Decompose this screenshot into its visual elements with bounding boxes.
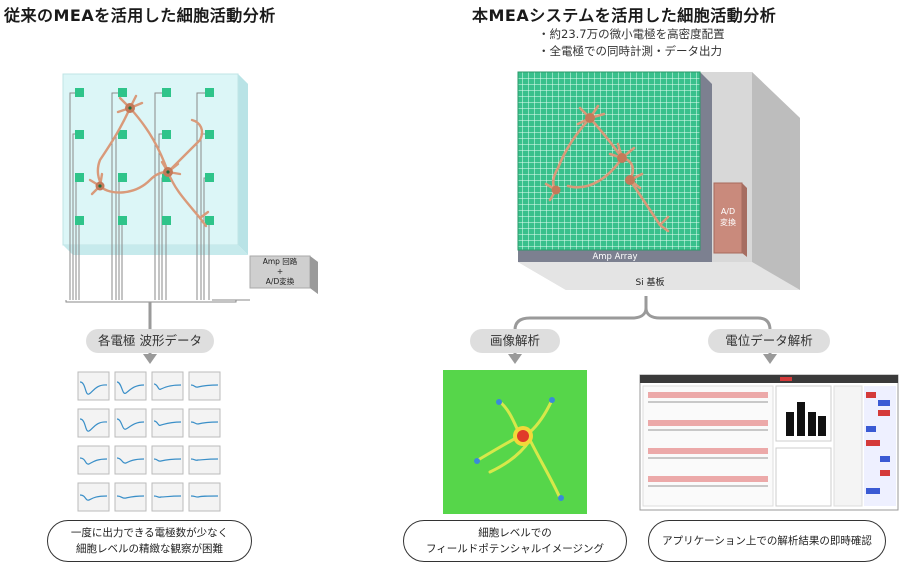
left-title: 従来のMEAを活用した細胞活動分析 [4, 6, 276, 25]
amp-ad-line2: + [276, 267, 284, 276]
waveform-data-label: 各電極 波形データ [86, 329, 214, 353]
note-line-1: 一度に出力できる電極数が少なく [70, 527, 229, 539]
feature-bullets: ・約23.7万の微小電極を高密度配置 ・全電極での同時計測・データ出力 [538, 26, 725, 60]
high-density-electrode-array [517, 71, 701, 251]
ad-label-line2: 変換 [720, 218, 736, 227]
note-line-2: 細胞レベルの精緻な観察が困難 [76, 543, 223, 555]
imaging-note: 細胞レベルでの フィールドポテンシャルイメージング [403, 520, 627, 562]
amp-ad-box [249, 255, 318, 294]
waveform-grid [77, 371, 221, 512]
imaging-note-line-2: フィールドポテンシャルイメージング [425, 543, 605, 555]
app-note: アプリケーション上での解析結果の即時確認 [648, 520, 886, 562]
amp-ad-label: Amp 回路 + A/D変換 [250, 257, 310, 287]
conventional-limitation-note: 一度に出力できる電極数が少なく 細胞レベルの精緻な観察が困難 [47, 520, 252, 562]
amp-ad-line3: A/D変換 [265, 277, 295, 286]
electrode-grid [75, 88, 214, 225]
branch-connector [513, 296, 772, 331]
bullet-electrodes: ・約23.7万の微小電極を高密度配置 [538, 27, 725, 41]
field-potential-heatmap [443, 370, 587, 514]
ad-converter-block [713, 182, 747, 257]
bullet-simultaneous: ・全電極での同時計測・データ出力 [538, 44, 722, 58]
potential-analysis-label: 電位データ解析 [708, 329, 830, 353]
app-note-text: アプリケーション上での解析結果の即時確認 [662, 535, 872, 547]
ad-converter-label: A/D 変換 [714, 206, 742, 228]
right-title: 本MEAシステムを活用した細胞活動分析 [472, 6, 777, 25]
amp-ad-line1: Amp 回路 [262, 257, 298, 266]
imaging-note-line-1: 細胞レベルでの [478, 527, 552, 539]
analysis-app-window [639, 374, 899, 511]
si-substrate-label: Si 基板 [635, 278, 665, 288]
ad-label-line1: A/D [720, 207, 736, 216]
image-analysis-label: 画像解析 [470, 329, 560, 353]
amp-array-label: Amp Array [592, 252, 638, 262]
